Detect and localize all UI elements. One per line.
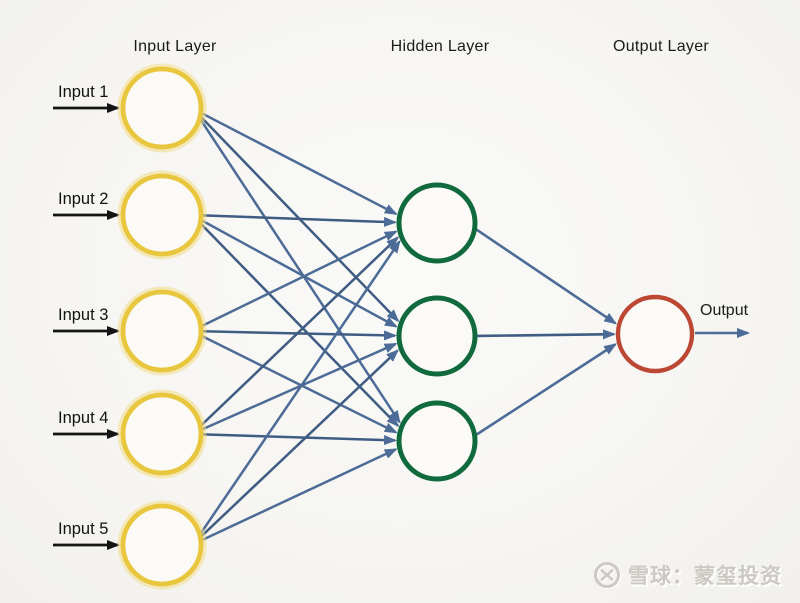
watermark: 雪球：蒙玺投资 [593,560,782,590]
hidden-node-2 [396,295,478,377]
edge-line [200,239,401,534]
edge-line [202,230,398,327]
input-label-5: Input 5 [58,520,109,538]
input-label-2: Input 2 [58,190,109,208]
edge-line [202,433,397,446]
watermark-text: 雪球：蒙玺投资 [628,565,782,588]
connection-lines [200,112,618,541]
hidden-node-1 [396,182,478,264]
hidden-layer-title: Hidden Layer [390,38,490,55]
edge-line [202,112,398,216]
input-arrows [53,103,120,550]
input-node-4 [120,392,204,476]
edge-line [202,214,397,227]
xueqiu-snowball-logo-icon [594,562,620,588]
output-layer-title: Output Layer [612,38,710,55]
edge-line [200,119,401,424]
input-node-5 [120,503,204,587]
edge-line [201,236,400,426]
output-node [615,294,695,374]
output-label: Output [700,302,749,319]
input-node-2 [120,173,204,257]
hidden-node-3 [396,400,478,482]
edge-line [202,448,398,541]
edge-line [202,335,398,434]
edge-line [475,343,617,436]
input-label-3: Input 3 [58,306,109,324]
edge-line [202,219,398,328]
neuron-nodes [117,63,695,590]
edge-line [202,342,398,431]
input-layer-title: Input Layer [133,38,217,55]
input-label-1: Input 1 [58,83,109,101]
input-node-3 [120,289,204,373]
input-label-4: Input 4 [58,409,109,427]
edge-line [201,349,400,537]
edge-line [475,228,618,325]
edge-line [476,329,616,340]
edge-line [200,223,400,428]
input-node-1 [120,66,204,150]
